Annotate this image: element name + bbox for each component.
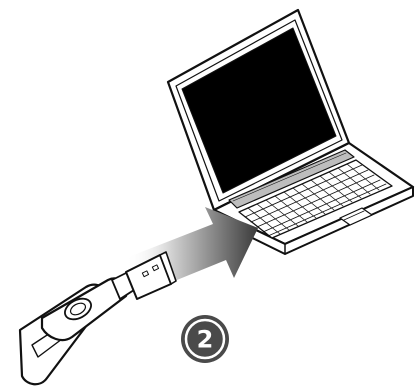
step-number: 2 [197, 326, 214, 354]
usb-drive [20, 252, 176, 384]
step-badge: 2 [181, 315, 229, 363]
laptop [168, 10, 413, 254]
